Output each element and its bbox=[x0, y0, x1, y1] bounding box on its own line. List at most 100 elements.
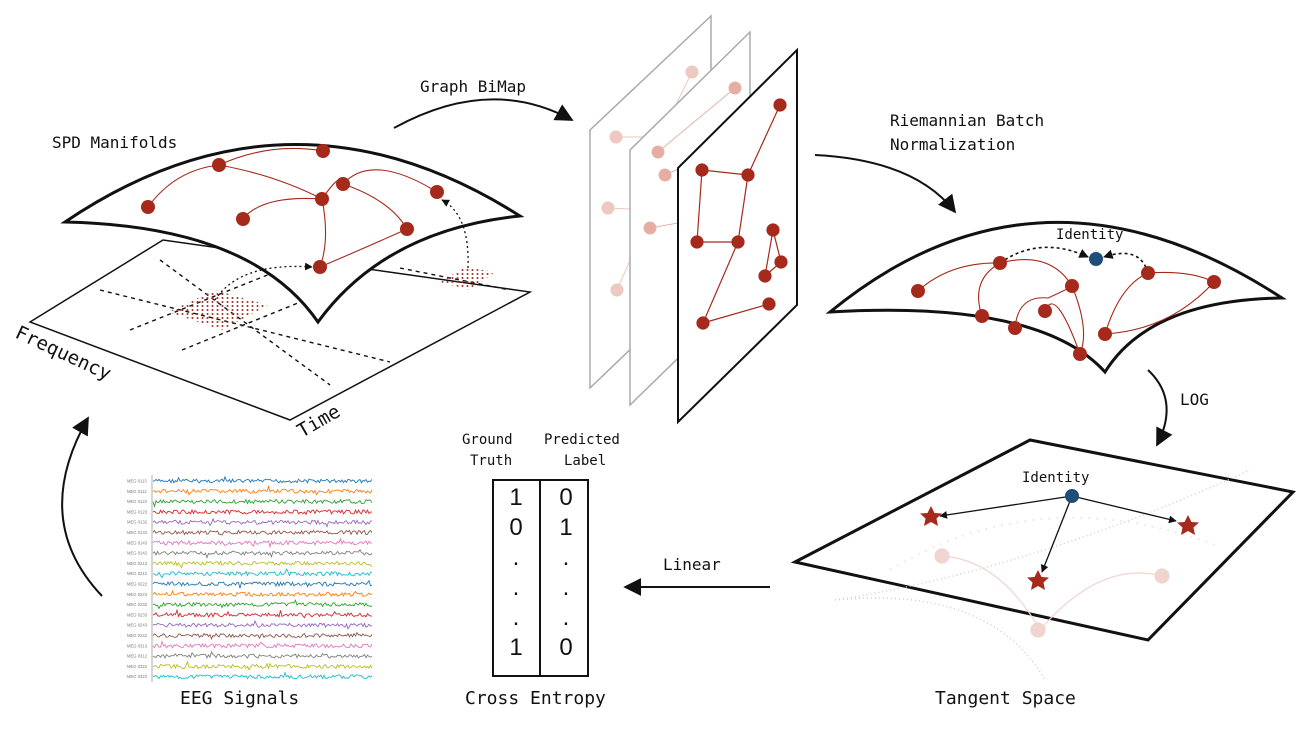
eeg-trace bbox=[152, 671, 373, 680]
log-label: LOG bbox=[1180, 390, 1209, 409]
gt-cell: . bbox=[513, 574, 520, 601]
spd-section: SPD Manifolds Frequency Time bbox=[12, 133, 533, 442]
faded-graph bbox=[934, 548, 1170, 638]
eeg-trace bbox=[152, 560, 373, 569]
graph-bimap-section: Graph BiMap bbox=[393, 14, 798, 425]
gt-cell: . bbox=[513, 544, 520, 571]
identity-label-tangent: Identity bbox=[1022, 470, 1089, 486]
eeg-channel-label: MEG 0132 bbox=[127, 520, 148, 525]
eeg-channel-label: MEG 0322 bbox=[127, 664, 148, 669]
eeg-trace bbox=[152, 608, 373, 619]
pred-cell: 0 bbox=[559, 484, 572, 511]
eeg-trace bbox=[152, 631, 373, 641]
gt-cell: . bbox=[513, 604, 520, 631]
eeg-trace bbox=[152, 639, 373, 649]
ground-truth-label-line2: Truth bbox=[470, 453, 512, 469]
eeg-trace bbox=[152, 619, 373, 630]
tangent-vectors bbox=[939, 495, 1177, 573]
eeg-trace bbox=[152, 498, 373, 508]
eeg-channel-label: MEG 0113 bbox=[127, 479, 147, 484]
tangent-identity-node bbox=[1065, 489, 1079, 503]
faded-manifold bbox=[834, 469, 1251, 601]
eeg-channel-label: MEG 0122 bbox=[127, 499, 148, 504]
spd-node bbox=[313, 260, 327, 274]
rbn-label-line2: Normalization bbox=[890, 135, 1015, 154]
eeg-channel-label: MEG 0222 bbox=[127, 582, 148, 587]
spd-nodes bbox=[141, 144, 444, 274]
spd-node bbox=[400, 222, 414, 236]
pred-cell: 0 bbox=[559, 634, 572, 661]
pred-cell: 1 bbox=[559, 514, 572, 541]
rbn-nodes bbox=[911, 256, 1221, 361]
graph-bimap-label: Graph BiMap bbox=[420, 77, 526, 96]
tangent-star bbox=[1027, 570, 1049, 590]
eeg-trace bbox=[152, 484, 373, 496]
dotted-map-arrow bbox=[441, 199, 469, 269]
eeg-trace bbox=[152, 508, 373, 516]
eeg-channel-label: MEG 0123 bbox=[127, 509, 148, 514]
time-frequency-plane bbox=[28, 239, 533, 421]
spd-node bbox=[236, 212, 250, 226]
eeg-channel-label: MEG 0312 bbox=[127, 654, 148, 659]
eeg-trace bbox=[152, 650, 373, 660]
tf-patch bbox=[168, 290, 268, 330]
eeg-channel-label: MEG 0133 bbox=[127, 530, 148, 535]
log-arrow bbox=[1147, 369, 1173, 447]
predicted-label-line2: Label bbox=[564, 453, 606, 469]
eeg-signals-label: EEG Signals bbox=[180, 688, 299, 709]
eeg-trace bbox=[152, 517, 373, 528]
dotted-map-arrow bbox=[214, 262, 313, 301]
plane-dashed-line bbox=[129, 271, 276, 331]
rbn-label-line1: Riemannian Batch bbox=[890, 111, 1044, 130]
eeg-channel-label: MEG 0323 bbox=[127, 674, 148, 679]
eeg-channel-label: MEG 0213 bbox=[127, 561, 148, 566]
eeg-trace bbox=[152, 548, 373, 559]
spd-node bbox=[315, 192, 329, 206]
eeg-trace bbox=[152, 537, 373, 549]
ground-truth-label-line1: Ground bbox=[462, 432, 513, 448]
spd-node bbox=[336, 177, 350, 191]
gt-cell: 0 bbox=[509, 514, 522, 541]
gt-cell: 1 bbox=[509, 484, 522, 511]
eeg-trace bbox=[152, 568, 373, 579]
pred-cell: . bbox=[563, 544, 570, 571]
plane-dashed-line bbox=[99, 289, 391, 363]
tf-patch bbox=[440, 267, 495, 290]
identity-label-top: Identity bbox=[1056, 227, 1123, 243]
eeg-channel-label: MEG 0313 bbox=[127, 643, 148, 648]
tangent-section: Identity Tangent Space bbox=[790, 438, 1297, 709]
tangent-star bbox=[920, 506, 942, 526]
pred-cell: . bbox=[563, 574, 570, 601]
spd-node bbox=[141, 200, 155, 214]
rbn-arrow bbox=[814, 154, 957, 214]
tangent-star bbox=[1177, 515, 1199, 535]
eeg-channel-label: MEG 0142 bbox=[127, 551, 148, 556]
rbn-section: Riemannian Batch Normalization Identity … bbox=[814, 111, 1287, 447]
eeg-trace bbox=[152, 475, 373, 484]
spd-node bbox=[430, 185, 444, 199]
rbn-manifold-surface bbox=[825, 220, 1287, 375]
plane-dashed-line bbox=[181, 289, 331, 351]
pred-cell: . bbox=[563, 604, 570, 631]
eeg-trace bbox=[152, 599, 373, 610]
identity-node bbox=[1089, 252, 1103, 266]
bimap-arrow bbox=[393, 98, 574, 129]
eeg-trace bbox=[152, 660, 373, 671]
tangent-stars bbox=[920, 506, 1199, 590]
eeg-trace bbox=[152, 589, 373, 597]
plane-front-graph bbox=[690, 98, 788, 330]
tangent-space-label: Tangent Space bbox=[935, 688, 1076, 709]
spd-manifold-surface bbox=[60, 143, 525, 325]
eeg-channel-label: MEG 0242 bbox=[127, 633, 148, 638]
cross-entropy-label: Cross Entropy bbox=[465, 688, 606, 709]
predicted-label-line1: Predicted bbox=[544, 432, 620, 448]
plane-dashed-line bbox=[159, 259, 331, 386]
eeg-trace bbox=[152, 579, 373, 589]
eeg-channel-label: MEG 0143 bbox=[127, 540, 148, 545]
linear-label: Linear bbox=[663, 555, 721, 574]
eeg-channel-label: MEG 0232 bbox=[127, 602, 148, 607]
gt-cell: 1 bbox=[509, 634, 522, 661]
